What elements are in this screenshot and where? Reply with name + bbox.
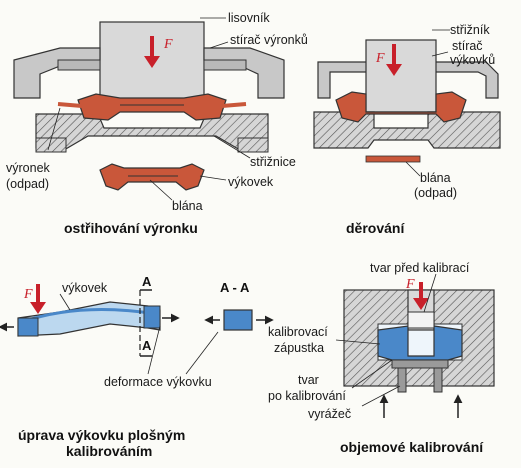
end-block-right (143, 305, 161, 329)
forging-shape-before (407, 311, 435, 329)
label-odpad-1: (odpad) (6, 177, 49, 191)
base-right (237, 137, 269, 153)
caption-volume-calibration: objemové kalibrování (340, 439, 484, 455)
force-label-3: F (23, 287, 33, 302)
label-odpad-2: (odpad) (414, 186, 457, 200)
label-tvar-pred: tvar před kalibrací (370, 261, 470, 275)
flash-left (57, 102, 83, 108)
label-vyronek: výronek (6, 161, 51, 175)
label-vykovek-3: výkovek (62, 281, 108, 295)
stripper-bar-left (57, 59, 101, 71)
caption-flat-calibration-1: úprava výkovku plošným (18, 427, 185, 443)
calibrated-forging (377, 325, 463, 361)
base-left (35, 137, 67, 153)
label-vykovku: výkovků (450, 53, 495, 67)
die-piercing (313, 111, 501, 149)
force-label-1: F (163, 37, 173, 52)
label-zapustka: zápustka (274, 341, 324, 355)
label-blana-1: blána (172, 199, 203, 213)
slug-blana (365, 155, 421, 163)
panel-flat-calibration: F A A A - A výkovek deformace výkovku úp… (0, 274, 274, 459)
ejected-forging (99, 163, 205, 191)
label-stirac-vyronku: stírač výronků (230, 33, 308, 47)
ejector-pin-left (397, 367, 407, 393)
caption-piercing: děrování (346, 220, 405, 236)
caption-flat-calibration-2: kalibrováním (66, 443, 152, 459)
forging-piercing (335, 91, 467, 123)
ejector-pin-right (433, 367, 443, 393)
caption-trimming: ostřihování výronku (64, 220, 198, 236)
flash-right (221, 102, 247, 108)
panel-trimming: F lisovník stírač výronků výronek (odpad… (6, 11, 308, 236)
force-arrowhead-1 (144, 56, 160, 68)
label-kalibrovaci: kalibrovací (268, 325, 328, 339)
label-po-kalibrovani: po kalibrování (268, 389, 346, 403)
ejector-bar (391, 359, 449, 369)
end-block-left (17, 317, 39, 337)
label-stirac: stírač (452, 39, 483, 53)
label-striznice: střižnice (250, 155, 296, 169)
forging-in-die (77, 93, 227, 121)
force-arrowhead-2 (386, 64, 402, 76)
panel-volume-calibration: F tvar před kalibrací kalibrovací zápust… (268, 261, 495, 455)
section-mark-top: A (142, 274, 152, 289)
section-view (223, 309, 253, 331)
panel-piercing: F střižník stírač výkovků blána (odpad) … (313, 23, 501, 236)
label-deformace: deformace výkovku (104, 375, 212, 389)
stripper-frame-right (431, 61, 499, 99)
force-label-4: F (405, 277, 415, 292)
label-vyrazec: vyrážeč (308, 407, 351, 421)
stripper-right (203, 47, 285, 99)
section-mark-bottom: A (142, 338, 152, 353)
stripper-bar-right (203, 59, 247, 71)
section-title: A - A (220, 280, 250, 295)
label-vykovek-1: výkovek (228, 175, 274, 189)
stripper-left (13, 47, 101, 99)
force-arrowhead-4 (413, 298, 429, 310)
punch-striznik (365, 39, 437, 113)
stripper-frame (317, 61, 373, 99)
label-striznik: střižník (450, 23, 490, 37)
label-lisovnik: lisovník (228, 11, 270, 25)
force-arrowhead-3 (30, 302, 46, 314)
label-tvar: tvar (298, 373, 319, 387)
die-striznice (35, 113, 269, 151)
label-blana-2: blána (420, 171, 451, 185)
force-label-2: F (375, 51, 385, 66)
